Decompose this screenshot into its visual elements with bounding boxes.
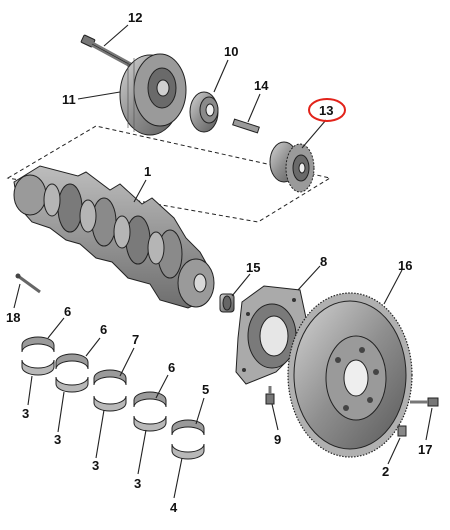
callout-7: 7 xyxy=(132,332,139,347)
callout-3-second: 3 xyxy=(54,432,61,447)
callout-3-third: 3 xyxy=(92,458,99,473)
callout-labels: 12 10 11 14 13 1 15 8 16 18 6 6 7 6 5 3 … xyxy=(6,10,432,515)
callout-13: 13 xyxy=(319,103,333,118)
timing-key xyxy=(232,118,260,134)
callout-2: 2 xyxy=(382,464,389,479)
bearing-shell-pair-5 xyxy=(171,419,205,460)
callout-12: 12 xyxy=(128,10,142,25)
crankshaft xyxy=(13,165,215,309)
callout-1: 1 xyxy=(144,164,151,179)
bearing-shell-pair-2 xyxy=(55,353,89,393)
callout-18: 18 xyxy=(6,310,20,325)
flywheel-dowel xyxy=(397,425,407,437)
callout-10: 10 xyxy=(224,44,238,59)
highlight-ring xyxy=(308,98,346,122)
pulley-hub xyxy=(189,91,219,133)
callout-11: 11 xyxy=(62,92,76,107)
flywheel-bolt xyxy=(410,397,439,407)
seal-plate-bolt xyxy=(265,386,275,405)
callout-3-fourth: 3 xyxy=(134,476,141,491)
callout-17: 17 xyxy=(418,442,432,457)
timing-sprocket xyxy=(269,141,315,193)
leader-lines xyxy=(13,24,433,499)
crankshaft-pulley xyxy=(119,53,187,136)
callout-4: 4 xyxy=(170,500,178,515)
callout-6-third: 6 xyxy=(168,360,175,375)
dowel-pin xyxy=(15,273,41,294)
callout-6-second: 6 xyxy=(100,322,107,337)
callout-8: 8 xyxy=(320,254,327,269)
callout-15: 15 xyxy=(246,260,260,275)
spigot-bearing xyxy=(219,293,235,313)
callout-6-first: 6 xyxy=(64,304,71,319)
callout-5: 5 xyxy=(202,382,209,397)
flywheel xyxy=(287,292,413,458)
callout-14: 14 xyxy=(254,78,269,93)
callout-3-first: 3 xyxy=(22,406,29,421)
callout-16: 16 xyxy=(398,258,412,273)
bearing-shell-pair-4 xyxy=(133,391,167,432)
rear-seal-plate xyxy=(235,285,307,385)
bearing-shells xyxy=(21,336,205,460)
callout-9: 9 xyxy=(274,432,281,447)
bearing-shell-pair-1 xyxy=(21,336,55,376)
bearing-shell-pair-3 xyxy=(93,369,127,412)
